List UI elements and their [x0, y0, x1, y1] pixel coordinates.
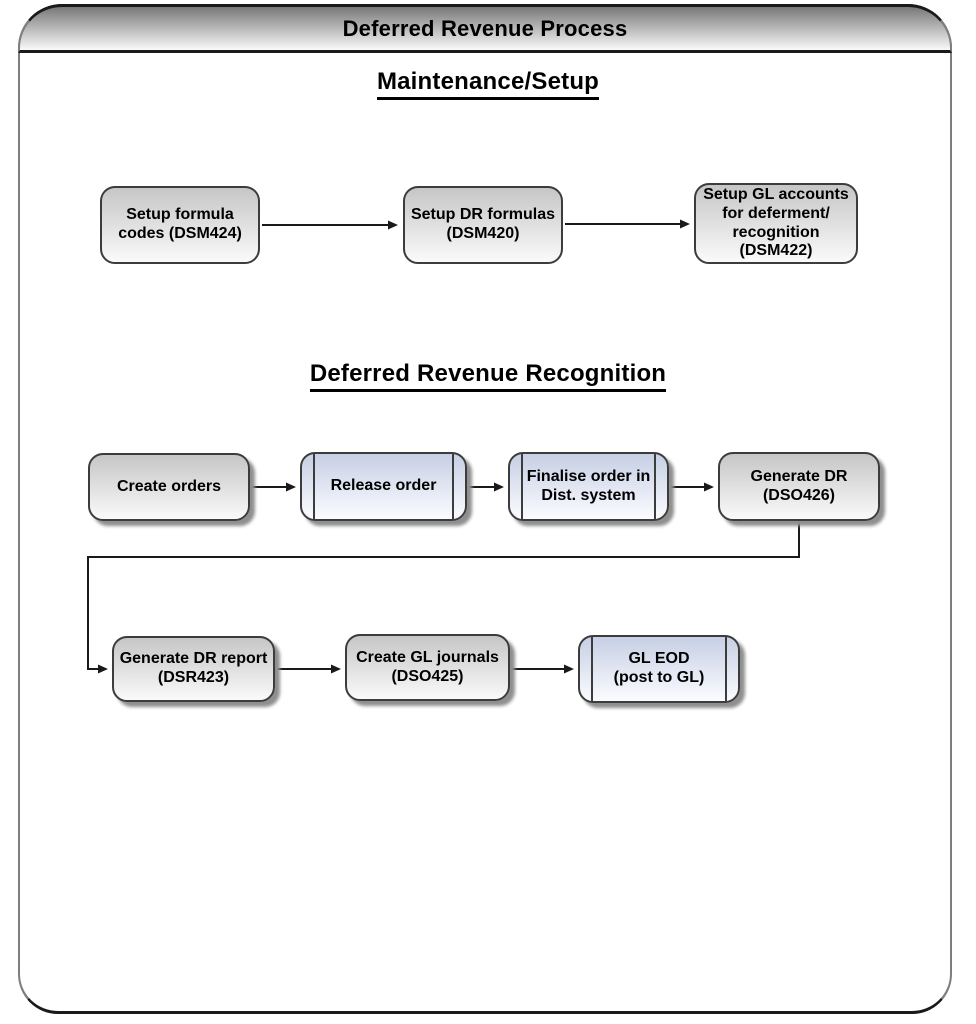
node-label: Setup GL accounts for deferment/ recogni… [703, 186, 849, 260]
diagram-title: Deferred Revenue Process [342, 15, 628, 41]
node-label: Setup DR formulas (DSM420) [410, 206, 555, 242]
node-label: Create orders [116, 477, 222, 495]
node-label: Generate DR (DSO426) [750, 467, 848, 504]
node-finalise-order-dist-system: Finalise order in Dist. system [508, 452, 669, 521]
section-heading-text: Deferred Revenue Recognition [309, 360, 667, 392]
node-create-orders: Create orders [88, 453, 250, 521]
node-label: Generate DR report (DSR423) [119, 650, 268, 686]
node-gl-eod-post-to-gl: GL EOD (post to GL) [578, 635, 740, 703]
predefined-process-left-bar [591, 637, 593, 701]
node-generate-dr-report: Generate DR report (DSR423) [112, 636, 275, 702]
section-heading-maintenance-setup: Maintenance/Setup [0, 68, 976, 100]
node-generate-dr: Generate DR (DSO426) [718, 452, 880, 521]
node-release-order: Release order [300, 452, 467, 521]
node-label: Setup formula codes (DSM424) [118, 206, 242, 242]
predefined-process-left-bar [521, 454, 523, 519]
node-label: GL EOD (post to GL) [613, 650, 705, 686]
predefined-process-left-bar [313, 454, 315, 519]
predefined-process-right-bar [654, 454, 656, 519]
node-label: Create GL journals (DSO425) [356, 648, 499, 685]
node-label: Release order [330, 477, 437, 495]
node-create-gl-journals: Create GL journals (DSO425) [345, 634, 510, 701]
section-heading-deferred-revenue-recognition: Deferred Revenue Recognition [0, 360, 976, 392]
predefined-process-right-bar [452, 454, 454, 519]
predefined-process-right-bar [725, 637, 727, 701]
node-setup-formula-codes: Setup formula codes (DSM424) [100, 186, 260, 264]
section-heading-text: Maintenance/Setup [376, 68, 600, 100]
node-setup-dr-formulas: Setup DR formulas (DSM420) [403, 186, 563, 264]
node-setup-gl-accounts: Setup GL accounts for deferment/ recogni… [694, 183, 858, 264]
node-label: Finalise order in Dist. system [526, 467, 651, 504]
diagram-title-bar: Deferred Revenue Process [18, 4, 952, 53]
